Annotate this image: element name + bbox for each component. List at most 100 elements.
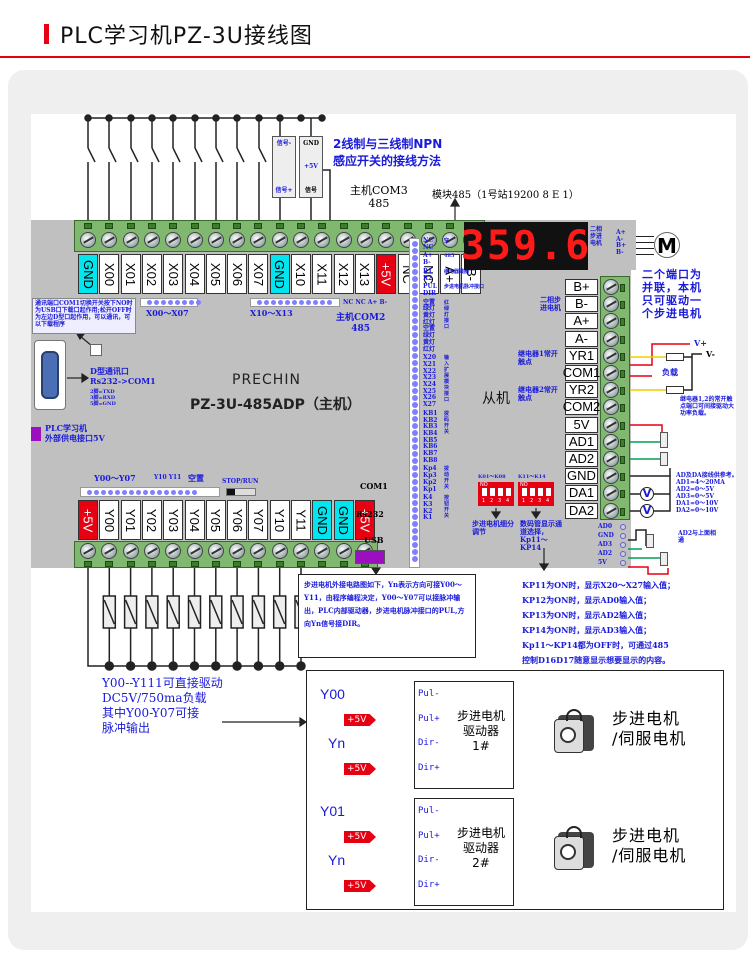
terminal-screw[interactable] — [101, 543, 118, 559]
terminal-screw[interactable] — [80, 543, 96, 559]
terminal-screw[interactable] — [250, 543, 267, 559]
terminal-screw[interactable] — [603, 296, 619, 313]
dip2-title: K11～K14 — [518, 474, 546, 480]
terminal-screw[interactable] — [603, 330, 619, 347]
com2-sub: 485 — [351, 324, 371, 334]
terminal-screw[interactable] — [122, 232, 139, 248]
terminal-label: X12 — [336, 262, 352, 286]
terminal-screw[interactable] — [420, 232, 437, 248]
terminal-screw[interactable] — [271, 232, 288, 248]
terminal-screw[interactable] — [603, 451, 619, 467]
driver-pin-dir-minus: Dir- — [418, 738, 440, 748]
terminal-screw[interactable] — [378, 232, 395, 248]
terminal-screw[interactable] — [356, 232, 373, 248]
top-terminal-x05: X05 — [205, 254, 226, 294]
dip-toggle[interactable] — [490, 488, 495, 496]
terminal-screw[interactable] — [143, 543, 160, 559]
terminal-screw[interactable] — [603, 347, 619, 364]
terminal-screw[interactable] — [314, 232, 331, 248]
com1-switch-button[interactable] — [90, 344, 102, 356]
vcol-pin-label: 黄灯 — [423, 312, 436, 319]
led-indicator — [264, 300, 269, 305]
stop-run-switch[interactable] — [226, 488, 256, 496]
vcol-pin-label: KB1 — [423, 409, 438, 417]
terminal-pin — [233, 561, 242, 567]
terminal-screw[interactable] — [101, 232, 118, 248]
connector-dot — [411, 318, 418, 324]
dsub-port[interactable] — [34, 340, 66, 410]
spare-label: 空置 — [188, 473, 204, 483]
driver-pin-dir-minus: Dir- — [418, 855, 440, 865]
ad-pin-dot[interactable] — [620, 524, 626, 530]
plus5v-tag: +5V — [344, 880, 376, 892]
vcol-pin-label: X26 — [423, 394, 437, 402]
x10-x13-leds — [250, 298, 340, 307]
dip-toggle[interactable] — [482, 488, 487, 496]
terminal-pin — [233, 223, 242, 229]
terminal-screw[interactable] — [165, 232, 182, 248]
terminal-screw[interactable] — [603, 382, 619, 399]
terminal-screw[interactable] — [603, 502, 619, 519]
terminal-screw[interactable] — [603, 313, 619, 330]
terminal-screw[interactable] — [80, 232, 96, 248]
terminal-screw[interactable] — [335, 543, 352, 559]
terminal-screw[interactable] — [165, 543, 182, 559]
led-indicator — [108, 489, 113, 495]
terminal-screw[interactable] — [293, 543, 309, 559]
terminal-label: Y02 — [144, 508, 160, 532]
ad-pin-dot[interactable] — [620, 560, 626, 566]
terminal-screw[interactable] — [207, 232, 224, 248]
brand-label: PRECHIN — [232, 372, 301, 388]
sensor-wiring-note: 2线制与三线制NPN 感应开关的接线方法 — [333, 136, 442, 170]
stepper-pin-label: A- — [616, 235, 624, 243]
usb-port[interactable] — [355, 550, 385, 564]
slave-connector-column — [409, 238, 420, 568]
dip-toggle[interactable] — [498, 488, 503, 496]
terminal-screw[interactable] — [186, 543, 203, 559]
terminal-screw[interactable] — [603, 279, 619, 295]
terminal-screw[interactable] — [271, 543, 288, 559]
terminal-screw[interactable] — [186, 232, 203, 248]
vcol-pin-label: DIR — [423, 289, 436, 297]
top-terminal-x04: X04 — [184, 254, 205, 294]
bottom-terminal-y00: Y00 — [99, 500, 120, 540]
bottom-terminal-y10: Y10 — [269, 500, 290, 540]
ad-pin-dot[interactable] — [620, 551, 626, 557]
terminal-screw[interactable] — [335, 232, 352, 248]
output-note-line: Y00--Y111可直接驱动 — [102, 676, 223, 690]
right-terminal-bp: B+ — [565, 279, 598, 295]
com1-switch-note-box: 通讯端口COM1切换开关按下NO时为USB口下载口起作用;松开OFF时为左边D型… — [32, 298, 136, 334]
power-port[interactable] — [31, 427, 41, 441]
terminal-screw[interactable] — [442, 232, 459, 248]
connector-dot — [411, 353, 418, 359]
dip-toggle[interactable] — [530, 488, 535, 496]
dip-toggle[interactable] — [546, 488, 551, 496]
terminal-screw[interactable] — [603, 399, 619, 416]
terminal-screw[interactable] — [603, 416, 619, 433]
dip-toggle[interactable] — [522, 488, 527, 496]
terminal-screw[interactable] — [314, 543, 331, 559]
ad-pin-dot[interactable] — [620, 533, 626, 539]
ad-pin-dot[interactable] — [620, 542, 626, 548]
terminal-screw[interactable] — [293, 232, 309, 248]
connector-dot — [411, 360, 418, 366]
terminal-screw[interactable] — [122, 543, 139, 559]
terminal-screw[interactable] — [207, 543, 224, 559]
terminal-screw[interactable] — [603, 365, 619, 381]
terminal-screw[interactable] — [603, 433, 619, 450]
vcol-group-desc: 拨动开关 — [444, 466, 450, 491]
led-indicator — [327, 300, 332, 305]
potentiometer-4 — [660, 552, 668, 566]
terminal-screw[interactable] — [250, 232, 267, 248]
right-terminal-yr1: YR1 — [565, 347, 598, 364]
terminal-screw[interactable] — [143, 232, 160, 248]
terminal-screw[interactable] — [603, 468, 619, 485]
dip-toggle[interactable] — [538, 488, 543, 496]
terminal-screw[interactable] — [603, 485, 619, 502]
terminal-label: GND — [314, 505, 330, 535]
dip-toggle[interactable] — [506, 488, 511, 496]
terminal-screw[interactable] — [229, 543, 246, 559]
terminal-screw[interactable] — [229, 232, 246, 248]
